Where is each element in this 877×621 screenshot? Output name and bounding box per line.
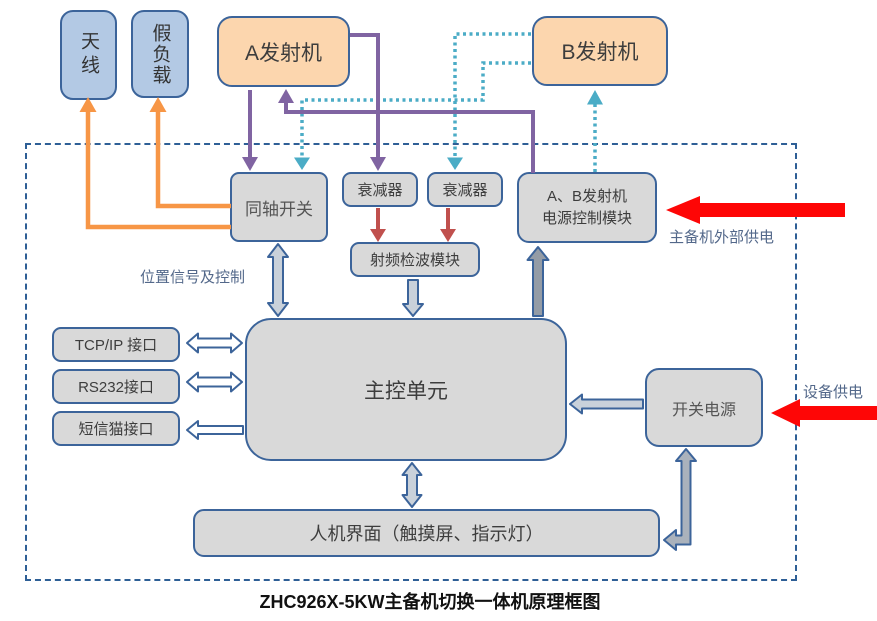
ab-power-control-line1: A、B发射机 <box>546 187 627 205</box>
transmitter-a-label: A发射机 <box>244 41 322 65</box>
dummy-load-box: 假负载 <box>131 10 189 98</box>
attenuator-2-box: 衰减器 <box>427 172 503 207</box>
diagram-title: ZHC926X-5KW主备机切换一体机原理框图 <box>259 592 601 612</box>
dummy-load-label: 假负载 <box>149 22 171 86</box>
external-power-label: 主备机外部供电 <box>669 229 775 246</box>
tcpip-interface-label: TCP/IP 接口 <box>74 337 158 354</box>
hmi-box: 人机界面（触摸屏、指示灯） <box>193 509 660 557</box>
switch-power-box: 开关电源 <box>645 368 763 447</box>
position-signal-label: 位置信号及控制 <box>140 269 246 286</box>
sms-modem-interface-box: 短信猫接口 <box>52 411 180 446</box>
antenna-box: 天线 <box>60 10 117 100</box>
attenuator-2-label: 衰减器 <box>442 182 488 199</box>
tcpip-interface-box: TCP/IP 接口 <box>52 327 180 362</box>
main-control-box: 主控单元 <box>245 318 567 461</box>
main-control-label: 主控单元 <box>364 379 448 403</box>
transmitter-a-box: A发射机 <box>217 16 350 87</box>
hmi-label: 人机界面（触摸屏、指示灯） <box>309 524 544 544</box>
attenuator-1-label: 衰减器 <box>357 182 403 199</box>
transmitter-b-box: B发射机 <box>532 16 668 86</box>
coaxial-switch-label: 同轴开关 <box>245 199 313 219</box>
transmitter-b-label: B发射机 <box>561 41 639 64</box>
rf-detector-label: 射频检波模块 <box>369 252 460 269</box>
arrow-powerctrl-to-txb-head <box>587 90 603 105</box>
arrow-powerctrl-to-txa-head <box>278 89 294 103</box>
ab-power-control-box: A、B发射机 电源控制模块 <box>517 172 657 243</box>
attenuator-1-box: 衰减器 <box>342 172 418 207</box>
arrow-coax-to-dummyload-head <box>149 97 167 112</box>
rf-detector-box: 射频检波模块 <box>350 242 480 277</box>
antenna-label: 天线 <box>78 31 99 79</box>
device-power-label: 设备供电 <box>803 384 864 401</box>
arrow-txa-to-attenuator1-line <box>350 33 380 158</box>
rs232-interface-label: RS232接口 <box>78 379 154 396</box>
arrow-txb-to-attenuator2-line <box>453 32 531 157</box>
coaxial-switch-box: 同轴开关 <box>230 172 328 242</box>
ab-power-control-line2: 电源控制模块 <box>541 209 632 227</box>
rs232-interface-box: RS232接口 <box>52 369 180 404</box>
switch-power-label: 开关电源 <box>671 401 736 419</box>
sms-modem-interface-label: 短信猫接口 <box>78 421 154 438</box>
